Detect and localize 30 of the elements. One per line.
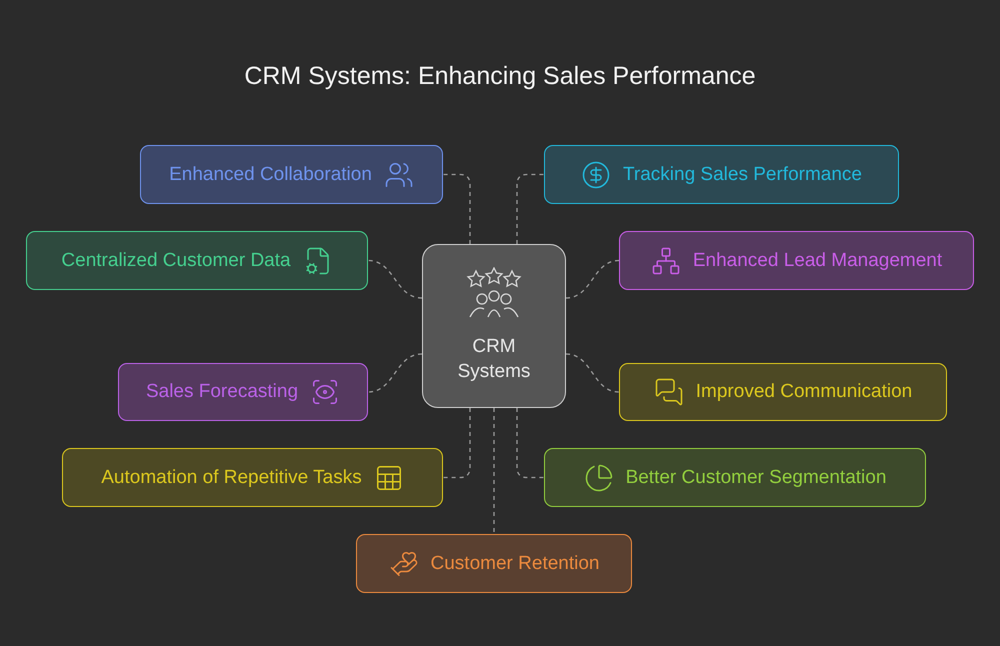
connector-line bbox=[368, 260, 422, 299]
topic-box bbox=[62, 448, 443, 507]
topic-box bbox=[619, 231, 974, 290]
node-label: Automation of Repetitive Tasks bbox=[101, 466, 362, 488]
topic-box bbox=[118, 363, 368, 421]
node-label: Tracking Sales Performance bbox=[622, 164, 862, 186]
topic-box bbox=[544, 145, 899, 204]
topic-box bbox=[619, 363, 947, 421]
node-label: CRM Systems bbox=[456, 335, 532, 384]
node-label: Sales Forecasting bbox=[146, 381, 298, 403]
node-label: Enhanced Collaboration bbox=[169, 164, 372, 186]
diagram-title: CRM Systems: Enhancing Sales Performance bbox=[243, 62, 757, 91]
node-label: Enhanced Lead Management bbox=[692, 250, 942, 272]
connector-line bbox=[443, 174, 471, 244]
connector-line bbox=[516, 174, 544, 244]
connector-line bbox=[368, 353, 422, 393]
node-label: Customer Retention bbox=[430, 552, 600, 574]
node-label: Better Customer Segmentation bbox=[626, 466, 886, 488]
node-label: Centralized Customer Data bbox=[61, 250, 291, 272]
topic-box bbox=[356, 534, 632, 593]
topic-box bbox=[544, 448, 926, 507]
connector-line bbox=[566, 260, 620, 299]
connector-line bbox=[566, 353, 620, 393]
connector-line bbox=[443, 408, 471, 478]
connector-line bbox=[516, 408, 544, 478]
connector-line bbox=[493, 408, 495, 534]
central-node bbox=[422, 244, 566, 408]
node-label: Improved Communication bbox=[696, 381, 912, 403]
topic-box bbox=[140, 145, 443, 204]
topic-box bbox=[26, 231, 368, 290]
